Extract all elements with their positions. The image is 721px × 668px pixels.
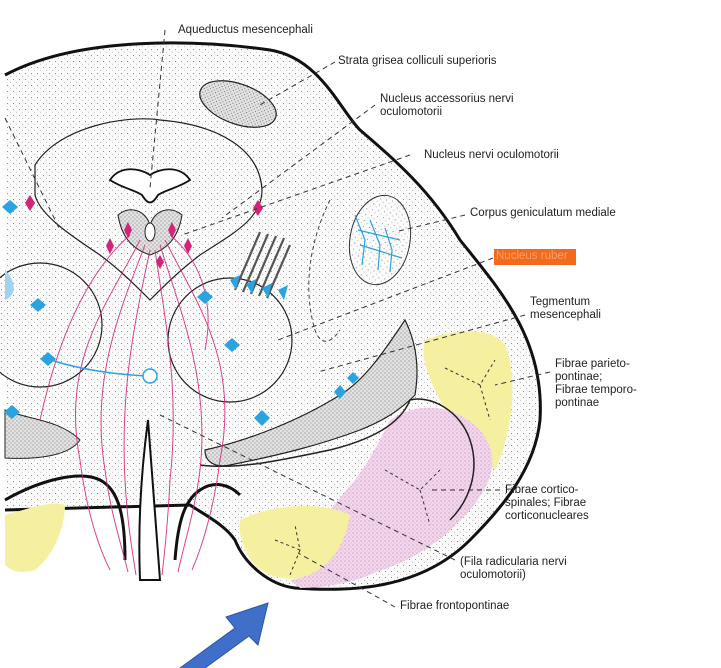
label-nucleus-accessorius-2: oculomotorii xyxy=(380,106,442,118)
crus-left-edge xyxy=(4,474,127,561)
cyan-markers xyxy=(2,200,359,426)
label-fibrae-parieto-3: Fibrae temporo- xyxy=(555,384,637,396)
label-nucleus-accessorius-1: Nucleus accessorius nervi xyxy=(380,93,514,105)
oculomotor-root-fibres xyxy=(39,234,226,576)
yellow-fibres-left xyxy=(5,503,65,573)
dashed-lemniscus xyxy=(308,199,341,342)
label-fibrae-parieto-2: pontinae; xyxy=(555,371,603,383)
edinger-westphal-shape xyxy=(144,222,156,242)
yellow-fibres-right xyxy=(423,331,513,470)
left-cyan-area xyxy=(5,270,14,300)
label-fila-1: (Fila radicularia nervi xyxy=(460,556,567,568)
pink-fibres-bottom xyxy=(290,560,390,588)
label-nucleus-ruber: Nucleus ruber xyxy=(494,249,576,265)
label-corpus: Corpus geniculatum mediale xyxy=(470,207,616,219)
periaqueductal-gray xyxy=(34,118,263,301)
crus-right-edge xyxy=(173,483,242,561)
label-strata: Strata grisea colliculi superioris xyxy=(338,55,497,67)
label-fibrae-cortico-3: corticonucleares xyxy=(505,510,589,522)
substantia-nigra xyxy=(204,318,418,467)
crus-boundary xyxy=(199,398,475,521)
label-aqueductus: Aqueductus mesencephali xyxy=(178,24,313,36)
label-fibrae-parieto-4: pontinae xyxy=(555,397,600,409)
label-tegmentum-1: Tegmentum xyxy=(530,296,591,308)
cyan-projection xyxy=(47,358,149,377)
pointer-arrow xyxy=(179,602,269,668)
corpus-geniculatum-shape xyxy=(348,194,412,286)
label-fibrae-parieto-1: Fibrae parieto- xyxy=(555,358,630,370)
label-fibrae-cortico-2: spinales; Fibrae xyxy=(505,497,587,509)
label-fibrae-fronto: Fibrae frontopontinae xyxy=(400,600,510,612)
magenta-markers xyxy=(25,195,263,269)
geniculate-fibres xyxy=(354,214,403,273)
label-fila-2: oculomotorii) xyxy=(460,569,526,581)
label-fibrae-cortico-1: Fibrae cortico- xyxy=(505,484,579,496)
label-nucleus-nervi: Nucleus nervi oculomotorii xyxy=(424,149,559,161)
striped-tract xyxy=(233,231,292,299)
strata-grisea-shape xyxy=(199,80,277,128)
yellow-fibres-bottom xyxy=(239,505,350,579)
cyan-arrows xyxy=(230,275,288,300)
cyan-target-circle xyxy=(142,368,158,384)
tectum-region xyxy=(5,55,262,129)
leader-lines xyxy=(4,29,551,608)
substantia-nigra-left xyxy=(4,409,81,459)
label-tegmentum-2: mesencephali xyxy=(530,309,601,321)
nucleus-ruber-left xyxy=(0,262,103,388)
interpeduncular-fossa xyxy=(138,419,162,581)
tract-dashes xyxy=(274,359,496,576)
